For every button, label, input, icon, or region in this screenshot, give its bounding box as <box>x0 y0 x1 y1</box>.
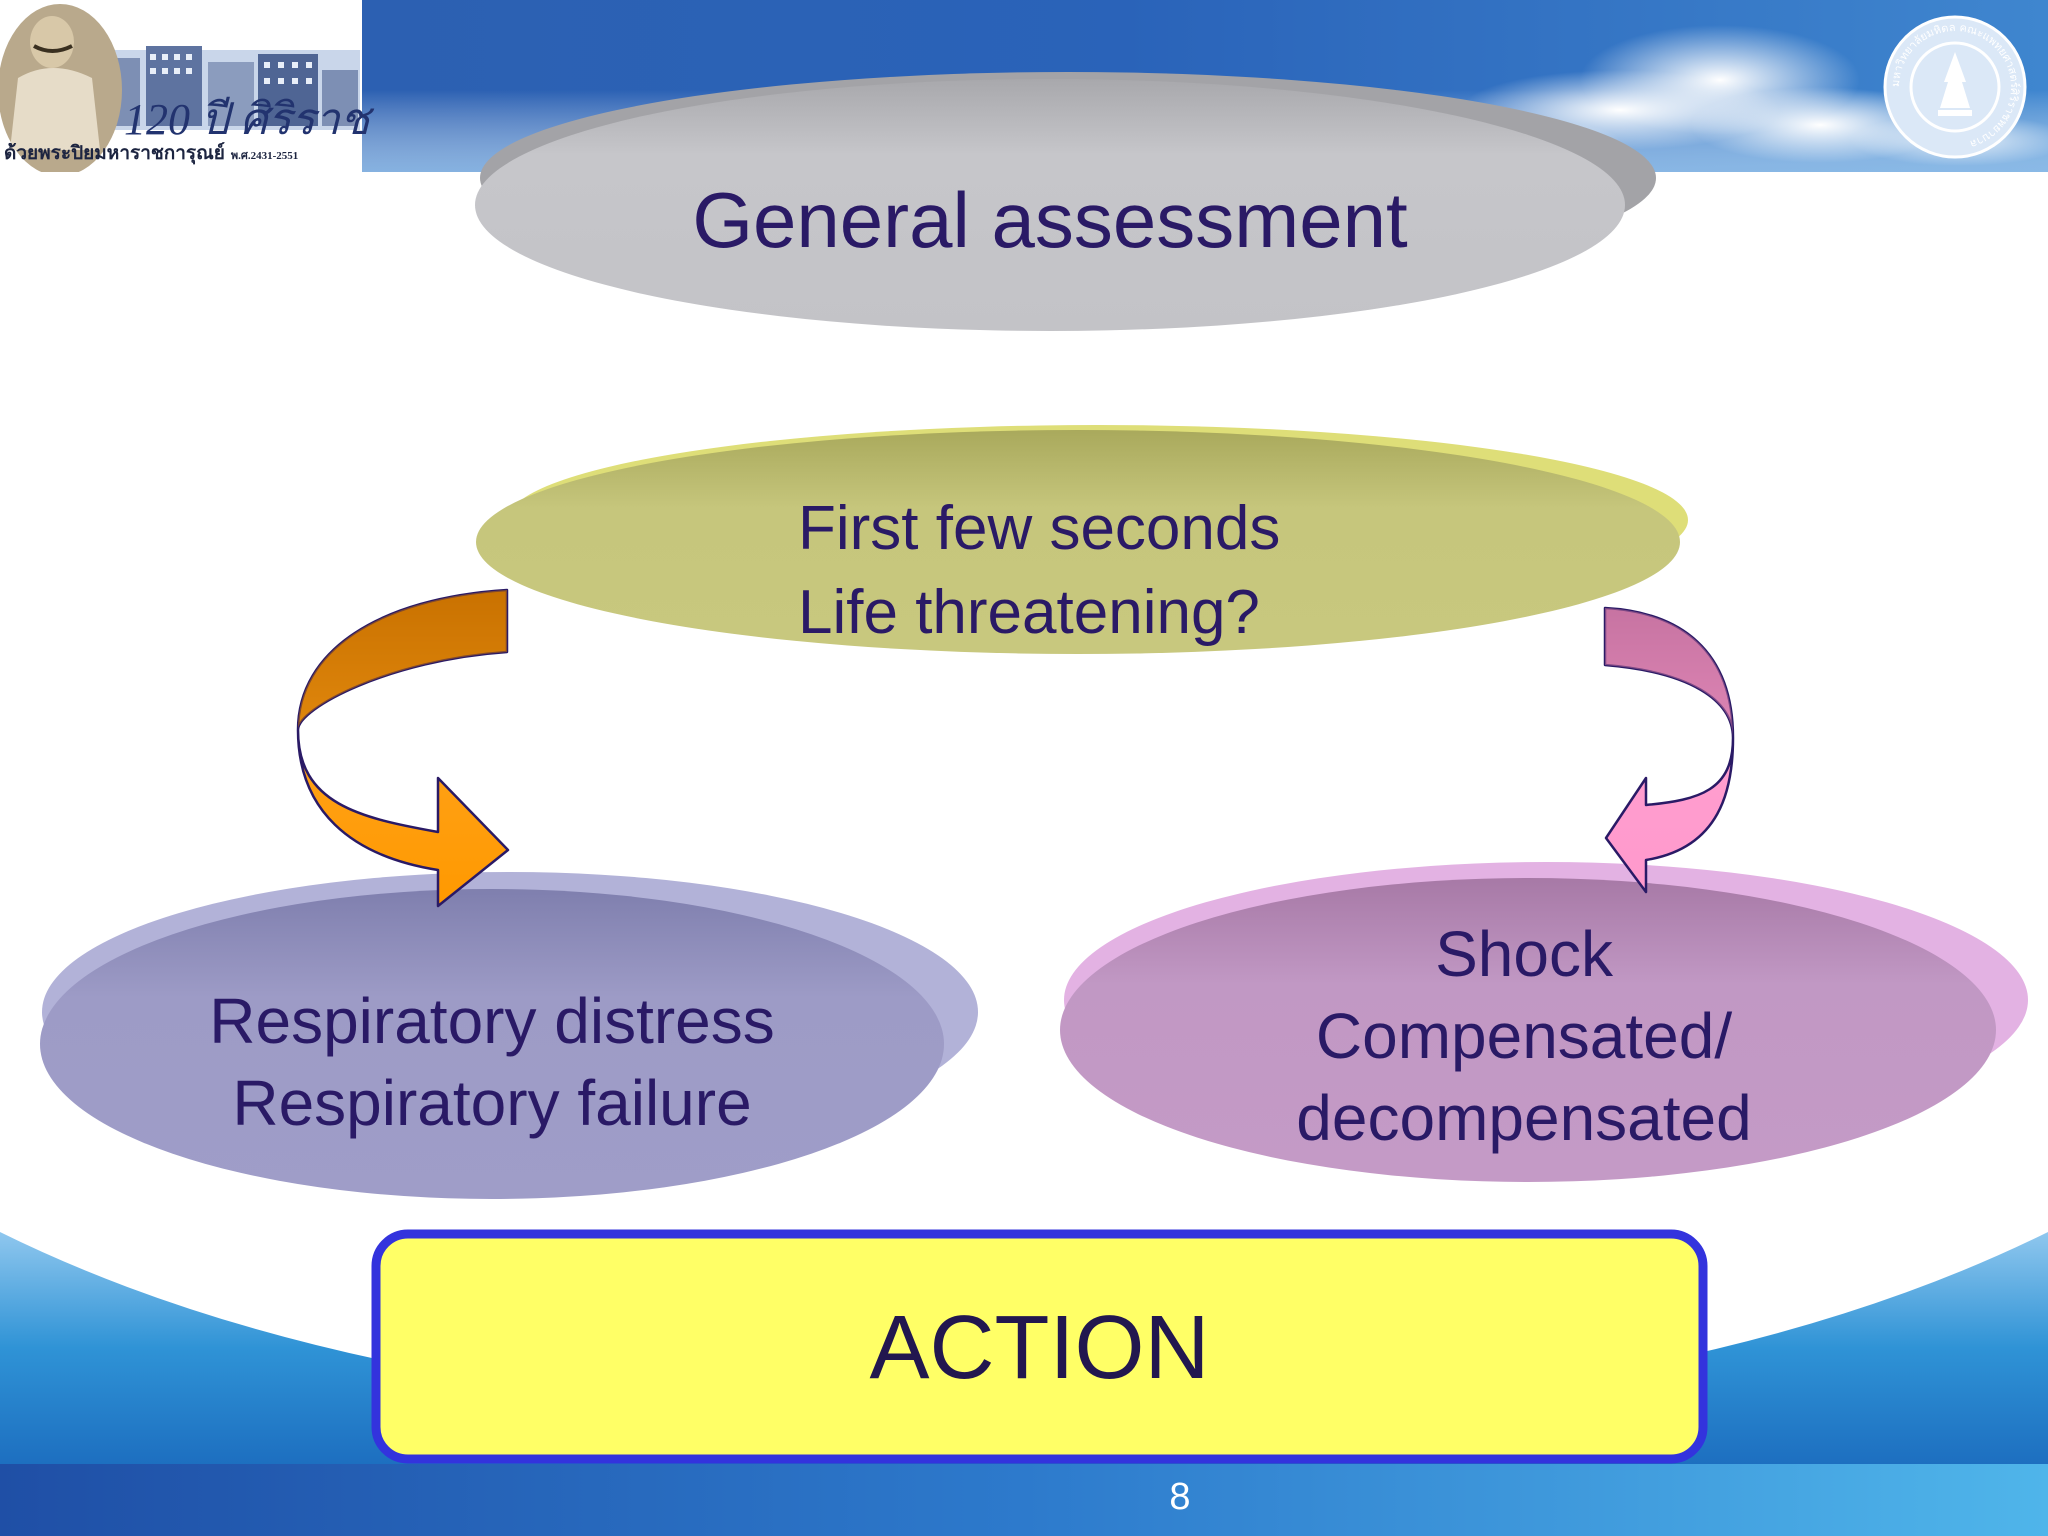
respiratory-shape <box>40 872 978 1199</box>
arrow-to-shock <box>1603 606 1735 894</box>
action-box-shape <box>371 1229 1708 1464</box>
general-assessment-label: General assessment <box>692 176 1408 264</box>
respiratory-line1: Respiratory distress <box>209 985 775 1057</box>
first-seconds-label: First few seconds Life threatening? <box>798 487 1280 655</box>
logo-illustration <box>0 4 360 172</box>
logo-years-range: พ.ศ.2431-2551 <box>230 150 299 162</box>
respiratory-line2: Respiratory failure <box>232 1067 752 1139</box>
shock-line3: decompensated <box>1296 1082 1752 1154</box>
shock-label: Shock Compensated/ decompensated <box>1124 913 1924 1159</box>
page-number: 8 <box>1169 1476 1191 1518</box>
first-seconds-shape <box>476 425 1688 654</box>
seal-emblem: มหาวิทยาลัยมหิดล คณะแพทยศาสตร์ศิริราชพยา… <box>1883 15 2027 159</box>
first-seconds-line1: First few seconds <box>798 494 1281 563</box>
logo-year-text: 120 ปี ศิริราช <box>124 95 370 144</box>
first-seconds-line2: Life threatening? <box>798 578 1260 647</box>
shock-shape <box>1060 862 2028 1182</box>
action-label: ACTION <box>869 1298 1210 1398</box>
mahidol-seal-logo: มหาวิทยาลัยมหิดล คณะแพทยศาสตร์ศิริราชพยา… <box>1880 12 2030 162</box>
arrow-to-respiratory <box>296 588 510 908</box>
logo-motto: ด้วยพระปิยมหาราชการุณย์ <box>4 143 225 164</box>
siriraj-logo: 120 ปี ศิริราช ด้วยพระปิยมหาราชการุณย์ พ.… <box>0 0 370 172</box>
logo-motto-text: ด้วยพระปิยมหาราชการุณย์ พ.ศ.2431-2551 <box>4 144 298 163</box>
respiratory-label: Respiratory distress Respiratory failure <box>92 980 892 1144</box>
shock-line2: Compensated/ <box>1315 1000 1733 1072</box>
shock-line1: Shock <box>1435 918 1613 990</box>
general-assessment-shape <box>475 72 1656 331</box>
